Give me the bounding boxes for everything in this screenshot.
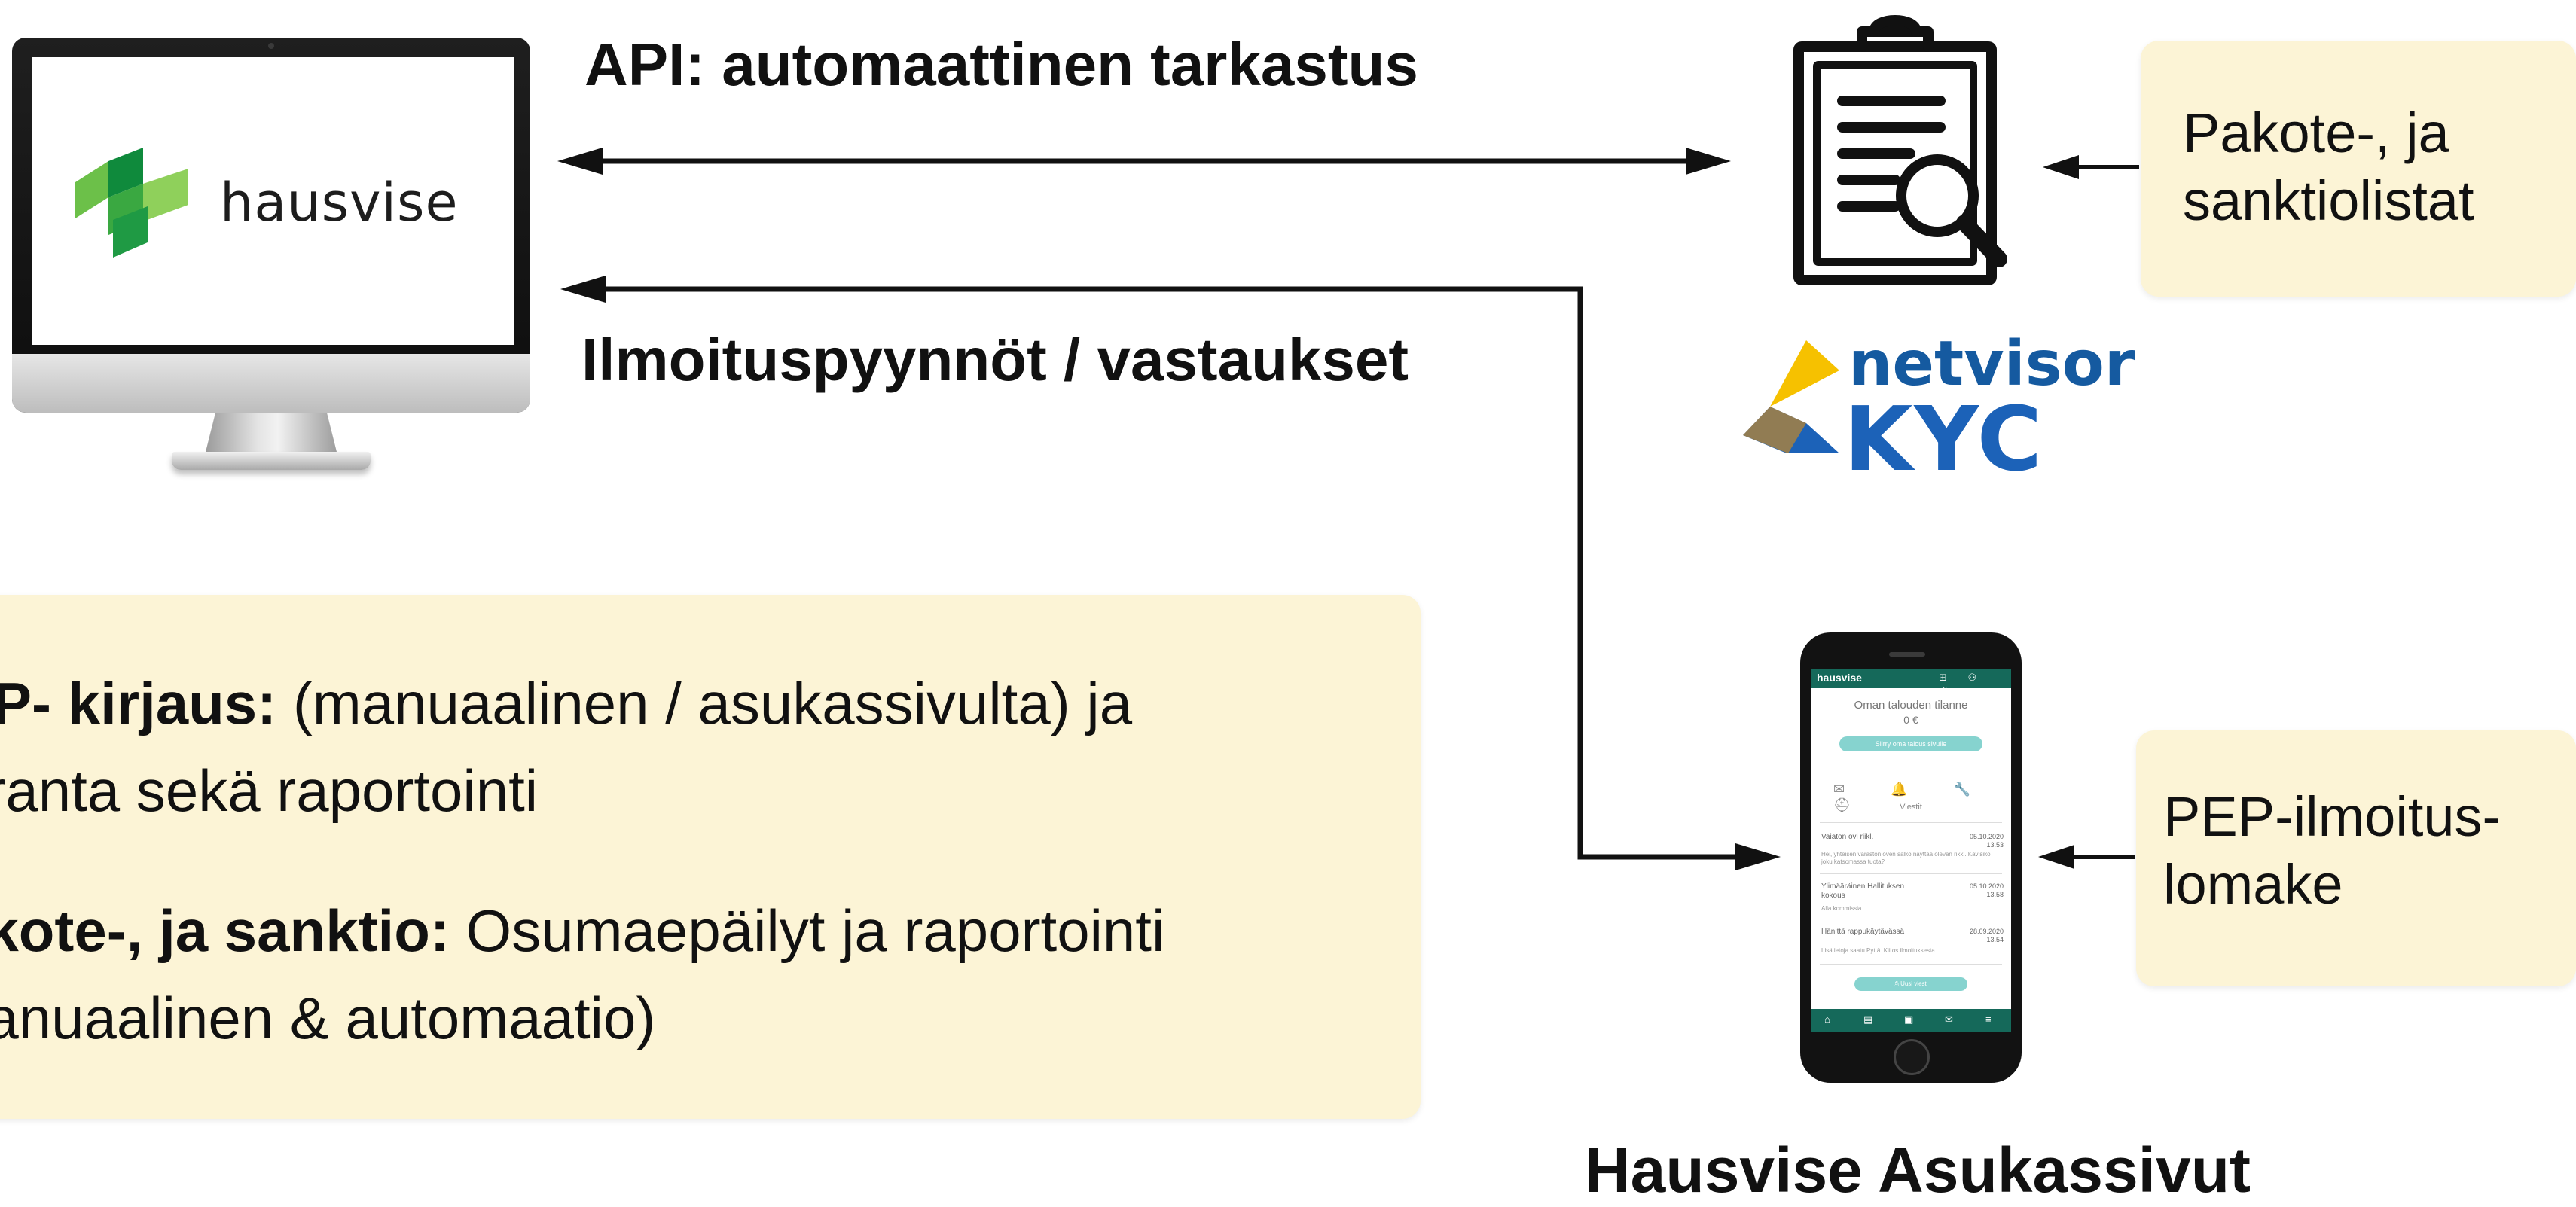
netvisor-mark-icon — [1743, 340, 1839, 453]
pep-line-1: PEP-ilmoitus- — [2163, 785, 2501, 848]
pep-arrow-head — [2038, 845, 2074, 869]
phone-balance-button: Siirry oma talous sivulle — [1839, 736, 1982, 751]
mail-icon: ✉ — [1945, 1013, 1953, 1025]
kyc-logo-text: KYC — [1844, 387, 2044, 491]
summary-line-3: akote-, ja sanktio: Osumaepäilyt ja rapo… — [0, 896, 1164, 965]
api-label: API: automaattinen tarkastus — [584, 31, 1418, 98]
pep-form-box-text: PEP-ilmoitus- lomake — [2163, 783, 2570, 919]
camera-icon — [268, 43, 274, 49]
monitor-stand-neck — [205, 413, 337, 455]
phone-message-title: Vaiaton ovi riikl. — [1821, 833, 1874, 841]
phone-header-bar — [1811, 669, 2011, 688]
api-arrow-left-head — [557, 148, 603, 175]
phone-screen: hausvise ⊞ ⚇ ⇥ Oman talouden tilanne 0 €… — [1811, 669, 2011, 1032]
request-arrow-left-head — [560, 276, 606, 303]
request-arrow-right-head — [1735, 843, 1781, 870]
phone-message-preview: Lisätietoja saatu Pyttä. Kiitos ilmoituk… — [1821, 947, 1937, 954]
phone-balance-title: Oman talouden tilanne — [1854, 699, 1968, 712]
document-icon: ▤ — [1863, 1013, 1873, 1025]
phone-message-title: Hänittä rappukäytävässä — [1821, 928, 1905, 936]
pakote-box — [2141, 41, 2576, 297]
phone-message-date: 28.09.2020 13.54 — [1969, 928, 2004, 943]
requests-label: Ilmoituspyynnöt / vastaukset — [581, 326, 1409, 393]
phone-message-date: 05.10.2020 13.58 — [1969, 882, 2004, 898]
phone-new-message-button: ⎙ Uusi viesti — [1854, 977, 1967, 991]
netvisor-logo-text: netvisor — [1848, 328, 2135, 400]
phone-messages-title: Viestit — [1900, 803, 1922, 812]
summary-line-3-bold: akote-, ja sanktio: — [0, 898, 450, 964]
request-path — [588, 286, 1763, 860]
summary-line-4: nanuaalinen & automaatio) — [0, 985, 656, 1051]
phone-header-icons: ⊞ ⚇ ⇥ — [1939, 672, 1986, 695]
phone-home-button — [1894, 1039, 1930, 1075]
home-icon: ⌂ — [1824, 1013, 1830, 1025]
phone-divider — [1820, 873, 2002, 874]
hausvise-logo-text: hausvise — [220, 172, 459, 233]
phone-bottom-nav: ⌂ ▤ ▣ ✉ ≡ — [1811, 1009, 2011, 1032]
pep-form-box — [2136, 730, 2576, 986]
menu-icon: ≡ — [1985, 1013, 1992, 1025]
monitor-stand-base — [172, 452, 371, 470]
phone-category-icons: ✉ 🔔 🔧 ⛑ — [1833, 782, 1992, 812]
hausvise-logo-icon — [75, 148, 188, 258]
phone-divider — [1820, 822, 2002, 823]
summary-line-1-bold: EP- kirjaus: — [0, 670, 277, 736]
api-arrow-right-head — [1686, 148, 1731, 175]
summary-line-1: EP- kirjaus: (manuaalinen / asukassivult… — [0, 669, 1132, 738]
pakote-line-2: sanktiolistat — [2183, 169, 2474, 232]
pep-line-2: lomake — [2163, 853, 2343, 916]
clipboard-search-icon — [1793, 15, 2007, 285]
phone-balance-amount: 0 € — [1903, 714, 1918, 726]
portal-label: Hausvise Asukassivut — [1585, 1135, 2251, 1205]
pakote-arrow-head — [2043, 155, 2079, 179]
phone-message-preview: Hei, yhteisen varaston oven salko näyttä… — [1821, 851, 1991, 865]
phone-speaker — [1889, 652, 1925, 657]
phone-divider — [1820, 964, 2002, 965]
phone-message-title: Ylimääräinen Hallituksen kokous — [1821, 882, 1905, 900]
phone-message-date: 05.10.2020 13.53 — [1969, 833, 2004, 849]
phone-brand: hausvise — [1817, 672, 1862, 684]
card-icon: ▣ — [1904, 1013, 1914, 1025]
summary-line-1-rest: (manuaalinen / asukassivulta) ja — [276, 670, 1133, 736]
monitor-chin — [12, 354, 530, 413]
pakote-box-text: Pakote-, ja sanktiolistat — [2183, 99, 2574, 235]
summary-line-2: uranta sekä raportointi — [0, 757, 539, 824]
summary-box — [0, 595, 1421, 1119]
phone-message-preview: Alla kommissia. — [1821, 905, 1863, 912]
pakote-line-1: Pakote-, ja — [2183, 102, 2449, 164]
summary-line-3-rest: Osumaepäilyt ja raportointi — [449, 898, 1165, 964]
